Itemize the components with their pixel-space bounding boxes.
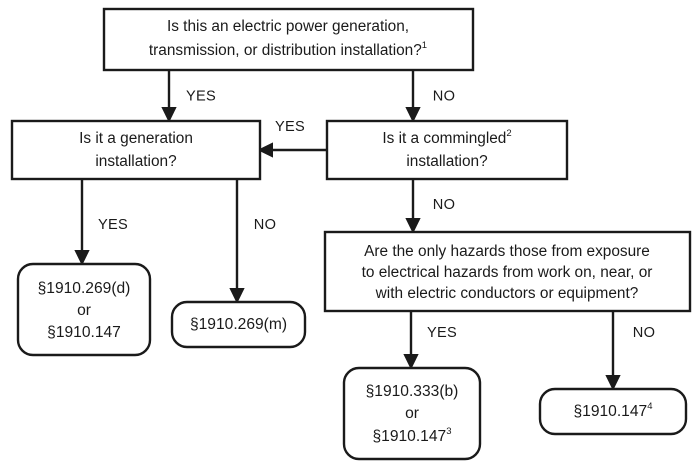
- node-question-commingled-installation: Is it a commingled2 installation?: [325, 119, 569, 181]
- q1-line2: transmission, or distribution installati…: [149, 40, 427, 59]
- node-question-generation-installation: Is it a generation installation?: [10, 119, 262, 181]
- q2-line2: installation?: [95, 153, 176, 170]
- edge-q4-no: NO: [605, 311, 656, 391]
- node-outcome-147: §1910.1474: [538, 387, 688, 436]
- q1-line2-text: transmission, or distribution installati…: [149, 42, 422, 59]
- q3-line2: installation?: [406, 153, 487, 170]
- edge-label-q3-yes: YES: [275, 119, 305, 135]
- edge-q2-no: NO: [229, 180, 277, 304]
- edge-label-q2-yes: YES: [98, 217, 128, 233]
- q4-line2: to electrical hazards from work on, near…: [362, 264, 653, 281]
- t3-superscript: 3: [446, 426, 451, 437]
- node-outcome-269d-or-147: §1910.269(d) or §1910.147: [16, 262, 152, 357]
- edge-q4-yes: YES: [403, 311, 457, 370]
- t4-line1-text: §1910.147: [573, 403, 647, 420]
- node-question-electric-power-installation: Is this an electric power generation, tr…: [102, 7, 475, 72]
- q3-superscript: 2: [506, 128, 511, 139]
- edge-q3-no: NO: [405, 180, 456, 234]
- edge-q1-no: NO: [405, 71, 456, 123]
- node-outcome-269m: §1910.269(m): [170, 300, 307, 349]
- edge-q2-yes: YES: [74, 180, 128, 266]
- q4-line1: Are the only hazards those from exposure: [364, 243, 650, 260]
- edge-label-q1-no: NO: [433, 88, 456, 104]
- q4-line3: with electric conductors or equipment?: [375, 285, 639, 302]
- t2-line1: §1910.269(m): [190, 316, 287, 333]
- node-question-only-electrical-hazards: Are the only hazards those from exposure…: [323, 230, 692, 313]
- q2-line1: Is it a generation: [79, 130, 193, 147]
- t4-superscript: 4: [647, 401, 652, 412]
- t3-line2: or: [405, 405, 419, 422]
- edge-label-q2-no: NO: [254, 217, 277, 233]
- q3-line1: Is it a commingled2: [382, 128, 511, 147]
- t3-line3-text: §1910.147: [372, 428, 446, 445]
- q1-superscript: 1: [422, 40, 427, 51]
- q3-line1-text: Is it a commingled: [382, 130, 506, 147]
- edge-q1-yes: YES: [161, 71, 216, 123]
- edge-q3-yes: YES: [257, 119, 327, 158]
- t4-line1: §1910.1474: [573, 401, 652, 420]
- t1-line3: §1910.147: [47, 324, 121, 341]
- t3-line1: §1910.333(b): [366, 383, 459, 400]
- edge-label-q1-yes: YES: [186, 88, 216, 104]
- edge-label-q4-no: NO: [633, 325, 656, 341]
- q1-line1: Is this an electric power generation,: [167, 18, 409, 35]
- edge-label-q4-yes: YES: [427, 325, 457, 341]
- node-outcome-333b-or-147: §1910.333(b) or §1910.1473: [342, 366, 482, 461]
- t1-line2: or: [77, 302, 91, 319]
- edge-label-q3-no: NO: [433, 197, 456, 213]
- t1-line1: §1910.269(d): [38, 280, 131, 297]
- t3-line3: §1910.1473: [372, 426, 451, 445]
